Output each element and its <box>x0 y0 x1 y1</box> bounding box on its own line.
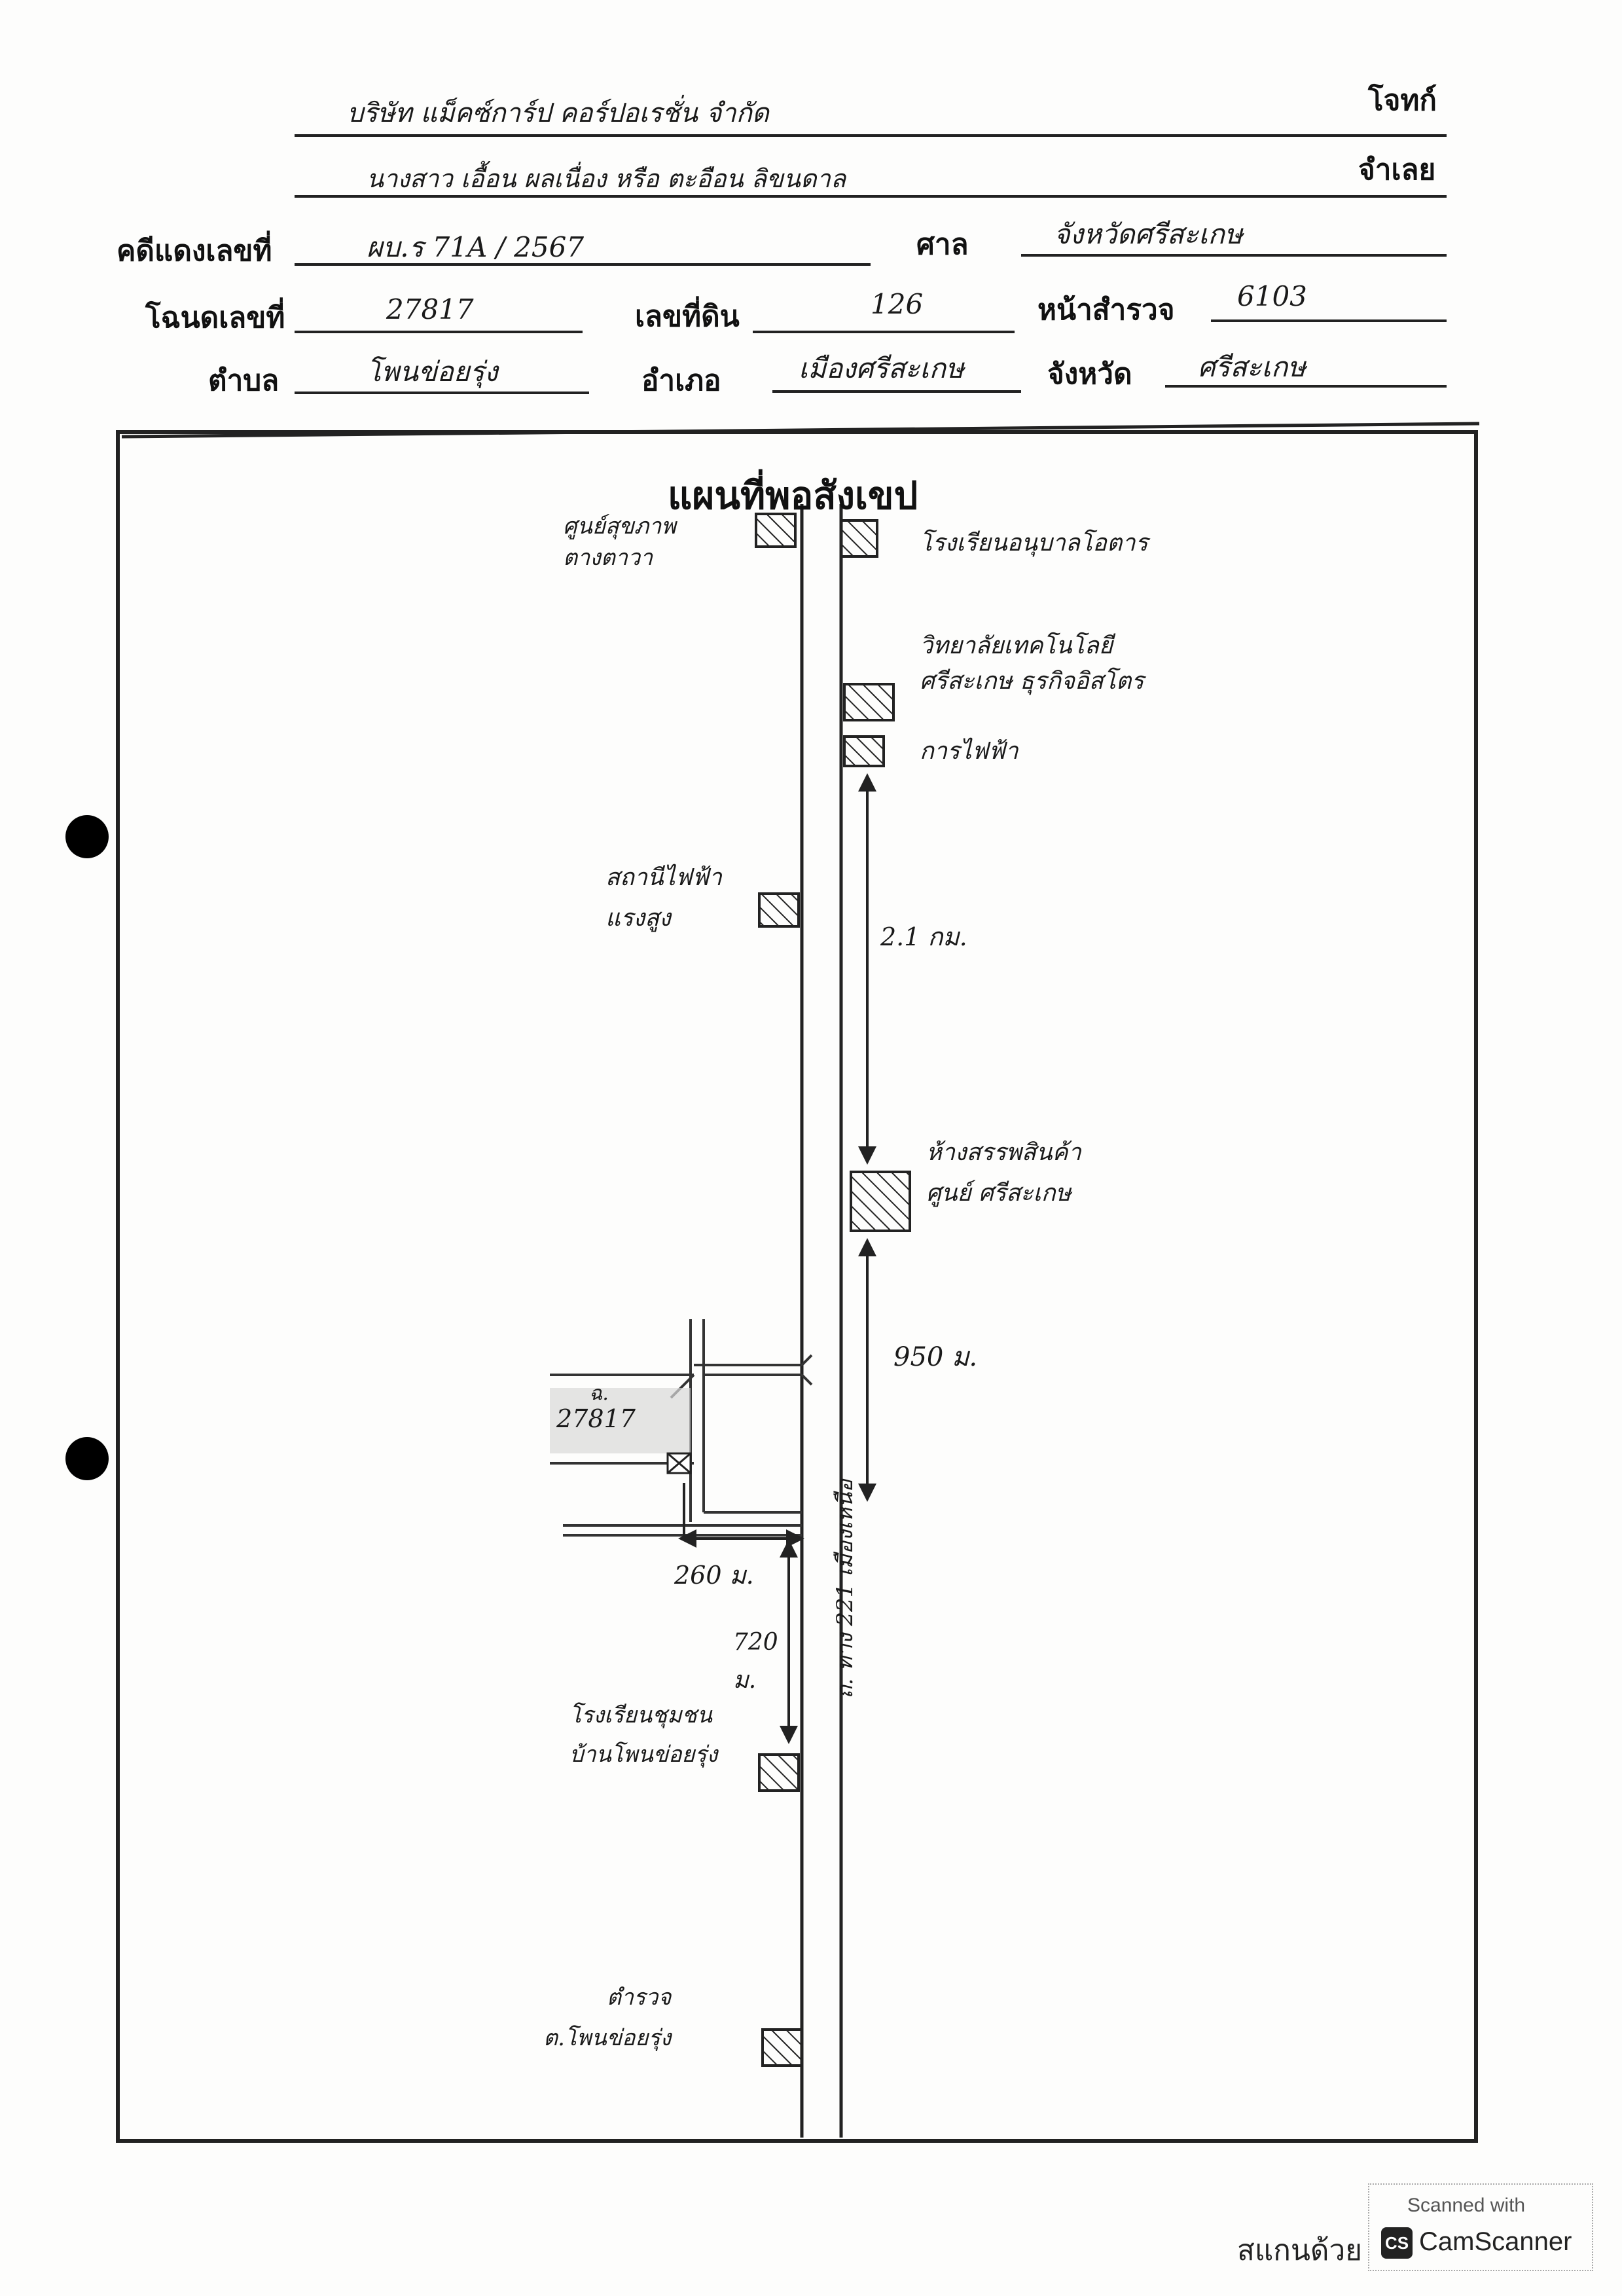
label-power-station: สถานีไฟฟ้า แรงสูง <box>605 864 722 932</box>
camscanner-logo-icon: CS <box>1381 2227 1413 2259</box>
subdistrict-value: โพนข่อยรุ่ง <box>367 355 498 388</box>
subdistrict-label: ตำบล <box>208 364 279 397</box>
landmark-boxes <box>755 513 911 2067</box>
parcel-label-top: ฉ. <box>589 1382 609 1405</box>
distance-950-m: 950 ม. <box>893 1342 978 1372</box>
label-school-bottom: โรงเรียนชุมชน บ้านโพนข่อยรุ่ง <box>569 1702 718 1768</box>
province-value: ศรีสะเกษ <box>1198 351 1306 383</box>
district-value: เมืองศรีสะเกษ <box>799 352 964 384</box>
label-police: ตำรวจ ต.โพนข่อยรุ่ง <box>543 1984 672 2051</box>
parcel-shade <box>550 1388 691 1453</box>
distance-720-m: 720 ม. <box>733 1629 778 1694</box>
case-no-value: ผบ.ร 71A / 2567 <box>367 231 585 263</box>
survey-page-underline <box>1211 319 1447 322</box>
case-no-underline <box>295 263 871 266</box>
court-value: จังหวัดศรีสะเกษ <box>1054 218 1243 250</box>
parcel-marker <box>666 1452 692 1474</box>
distance-2-1-km: 2.1 กม. <box>880 922 967 951</box>
label-health-center: ศูนย์สุขภาพ ตางตาวา <box>563 513 676 571</box>
label-university: วิทยาลัยเทคโนโลยี ศรีสะเกษ ธุรกิจอิสโตร <box>920 632 1144 695</box>
province-label: จังหวัด <box>1047 357 1132 391</box>
defendant-label: จำเลย <box>1358 153 1436 187</box>
district-label: อำเภอ <box>641 364 721 397</box>
label-shopping-center: ห้างสรรพสินค้า ศูนย์ ศรีสะเกษ <box>926 1139 1081 1207</box>
deed-no-underline <box>295 331 583 333</box>
survey-page-value: 6103 <box>1237 280 1307 312</box>
land-no-value: 126 <box>871 288 924 320</box>
label-school-top: โรงเรียนอนุบาลโอตาร <box>920 530 1148 556</box>
land-no-label: เลขที่ดิน <box>635 300 740 333</box>
plaintiff-underline <box>295 134 1447 137</box>
deed-no-label: โฉนดเลขที่ <box>145 301 285 335</box>
map-title: แผนที่พอสังเขป <box>668 473 918 518</box>
case-no-label: คดีแดงเลขที่ <box>117 234 272 268</box>
main-road <box>800 504 843 2138</box>
punch-hole-top <box>65 815 109 858</box>
plaintiff-value: บริษัท แม็คซ์การ์ป คอร์ปอเรชั่น จำกัด <box>347 98 769 128</box>
map-frame <box>116 422 1480 2143</box>
subdistrict-underline <box>295 392 589 394</box>
label-electricity: การไฟฟ้า <box>920 738 1018 765</box>
watermark-box <box>1368 2183 1593 2271</box>
deed-no-value: 27817 <box>386 293 474 325</box>
district-underline <box>772 390 1021 393</box>
punch-hole-bottom <box>65 1437 109 1480</box>
parcel-label-number: 27817 <box>556 1404 636 1433</box>
survey-page-label: หน้าสำรวจ <box>1037 293 1175 327</box>
land-no-underline <box>753 331 1015 333</box>
defendant-value: นางสาว เอื้อน ผลเนื่อง หรือ ตะอือน ลิขนด… <box>367 164 846 193</box>
road-label: ถ. ทาง 221 เมืองเหนือ <box>832 1479 858 1699</box>
plaintiff-label: โจทก์ <box>1368 84 1437 117</box>
camscanner-text: CamScanner <box>1419 2227 1572 2256</box>
court-underline <box>1021 254 1447 257</box>
distance-260-m: 260 ม. <box>674 1561 754 1590</box>
thai-scan-text: สแกนด้วย <box>1237 2234 1362 2267</box>
province-underline <box>1165 385 1447 388</box>
distance-arrows <box>678 773 876 1744</box>
scanned-with-text: Scanned with <box>1407 2195 1526 2216</box>
court-label: ศาล <box>916 228 969 261</box>
defendant-underline <box>295 195 1447 198</box>
